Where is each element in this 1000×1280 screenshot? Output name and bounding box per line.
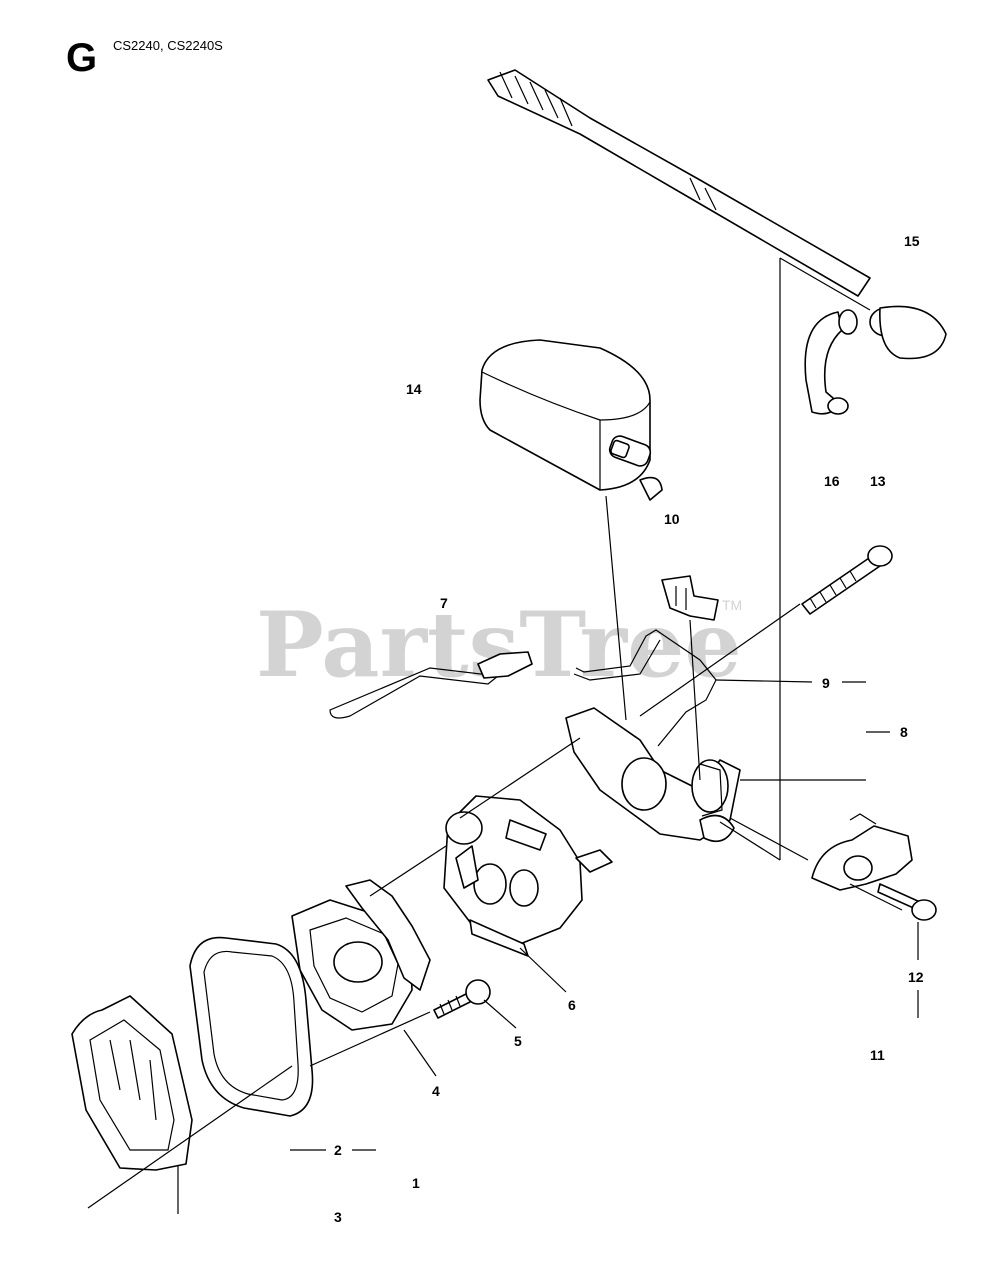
part-15-fuel-hose bbox=[487, 69, 871, 297]
callout-11: 11 bbox=[870, 1047, 885, 1063]
part-13-carburetor-body bbox=[565, 707, 741, 843]
part-16-hose-bend bbox=[804, 309, 858, 415]
callout-9: 9 bbox=[822, 675, 830, 691]
watermark-text: PartsTree bbox=[256, 592, 742, 698]
callout-15: 15 bbox=[904, 233, 920, 249]
watermark-trademark: TM bbox=[722, 597, 742, 613]
callout-10: 10 bbox=[664, 511, 680, 527]
part-11-choke-lever bbox=[811, 813, 913, 891]
part-8-screw bbox=[801, 545, 893, 615]
callout-4: 4 bbox=[432, 1083, 440, 1099]
callout-5: 5 bbox=[514, 1033, 522, 1049]
part-10-clip bbox=[661, 575, 719, 621]
callout-16: 16 bbox=[824, 473, 840, 489]
part-5-bolt bbox=[433, 979, 491, 1019]
callout-1: 1 bbox=[412, 1175, 420, 1191]
part-7-choke-rod bbox=[329, 651, 533, 719]
callout-2: 2 bbox=[334, 1142, 342, 1158]
callout-6: 6 bbox=[568, 997, 576, 1013]
section-letter: G bbox=[66, 36, 98, 80]
callout-14: 14 bbox=[406, 381, 422, 397]
part-1-filter-housing bbox=[71, 995, 193, 1171]
part-15-primer-bulb bbox=[869, 305, 947, 360]
model-numbers: CS2240, CS2240S bbox=[113, 38, 223, 53]
leader-lines bbox=[87, 257, 919, 1214]
callout-13: 13 bbox=[870, 473, 886, 489]
callout-3: 3 bbox=[334, 1209, 342, 1225]
part-12-screw bbox=[877, 883, 937, 921]
part-4-intake-flange bbox=[291, 879, 431, 1031]
callout-8: 8 bbox=[900, 724, 908, 740]
part-2-gasket bbox=[189, 936, 314, 1117]
callout-12: 12 bbox=[908, 969, 924, 985]
part-14-air-filter-cover bbox=[479, 339, 663, 501]
part-9-throttle-rod bbox=[573, 629, 717, 747]
part-6-carburetor bbox=[443, 795, 613, 957]
callout-7: 7 bbox=[440, 595, 448, 611]
callout-numbers: 1 2 3 4 5 6 7 8 9 10 11 12 13 14 15 16 bbox=[334, 233, 924, 1225]
